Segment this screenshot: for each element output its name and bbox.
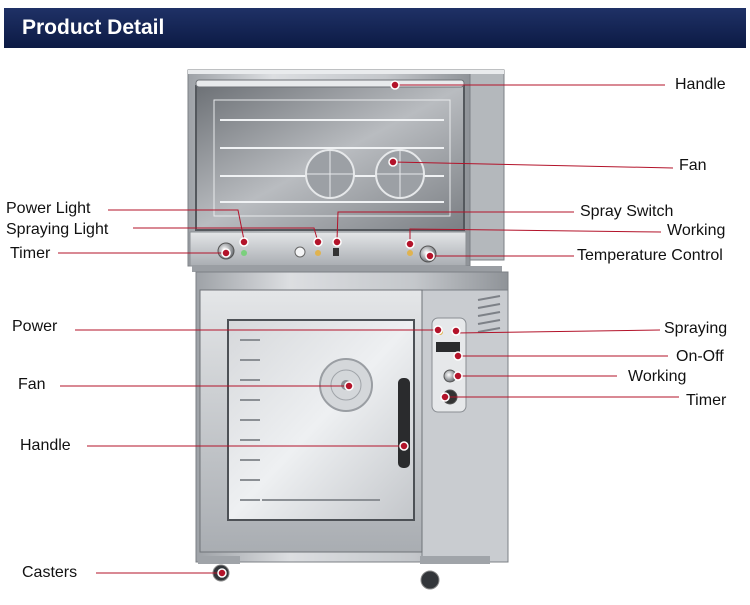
callout-dot xyxy=(221,248,231,258)
callout-timer-bottom: Timer xyxy=(686,392,727,409)
callout-dot xyxy=(239,237,249,247)
callout-dots xyxy=(217,80,463,578)
callout-spraying: Spraying xyxy=(664,320,728,337)
callout-dot xyxy=(399,441,409,451)
top-oven-window xyxy=(195,85,465,231)
tray-racks xyxy=(240,339,380,501)
callout-dot xyxy=(453,351,463,361)
callout-dot xyxy=(440,392,450,402)
callout-dot xyxy=(451,326,461,336)
proofer-cabinet xyxy=(195,271,509,590)
callout-working-top: Working xyxy=(667,222,726,239)
proofer-handle xyxy=(398,378,410,468)
callout-dot xyxy=(388,157,398,167)
callout-on-off: On-Off xyxy=(676,348,724,365)
callout-fan-top: Fan xyxy=(679,157,707,174)
callout-timer-top: Timer xyxy=(10,245,51,262)
spray-switch xyxy=(333,248,339,256)
callout-dot xyxy=(425,251,435,261)
top-indicator xyxy=(294,246,306,258)
caster-right xyxy=(420,570,440,590)
side-vents xyxy=(477,295,501,333)
callout-casters: Casters xyxy=(22,564,78,581)
callout-dot xyxy=(313,237,323,247)
callout-fan-bottom: Fan xyxy=(18,376,46,393)
callout-dot xyxy=(453,371,463,381)
callout-handle-bottom: Handle xyxy=(20,437,71,454)
callout-dot xyxy=(344,381,354,391)
callout-dot xyxy=(390,80,400,90)
callout-power-light: Power Light xyxy=(6,200,91,217)
callout-working-bottom: Working xyxy=(628,368,687,385)
top-fan-icon xyxy=(305,149,425,199)
callout-spraying-light: Spraying Light xyxy=(6,221,109,238)
top-oven xyxy=(187,69,505,272)
top-control-panel xyxy=(189,231,467,267)
working-light-icon xyxy=(407,250,413,256)
top-oven-side xyxy=(469,69,505,261)
callout-spray-switch: Spray Switch xyxy=(580,203,674,220)
callout-temperature-control: Temperature Control xyxy=(577,247,723,264)
callout-power: Power xyxy=(12,318,58,335)
callout-dot xyxy=(332,237,342,247)
proofer-control-panel xyxy=(431,317,467,413)
page-title: Product Detail xyxy=(22,16,165,39)
callout-dot xyxy=(217,568,227,578)
callout-handle-top: Handle xyxy=(675,76,726,93)
top-handle xyxy=(195,79,465,88)
header-bar: Product Detail xyxy=(4,8,746,48)
callout-lines xyxy=(58,84,679,574)
power-light-icon xyxy=(241,250,247,256)
callout-dot xyxy=(405,239,415,249)
callout-dot xyxy=(433,325,443,335)
spraying-light-icon xyxy=(315,250,321,256)
